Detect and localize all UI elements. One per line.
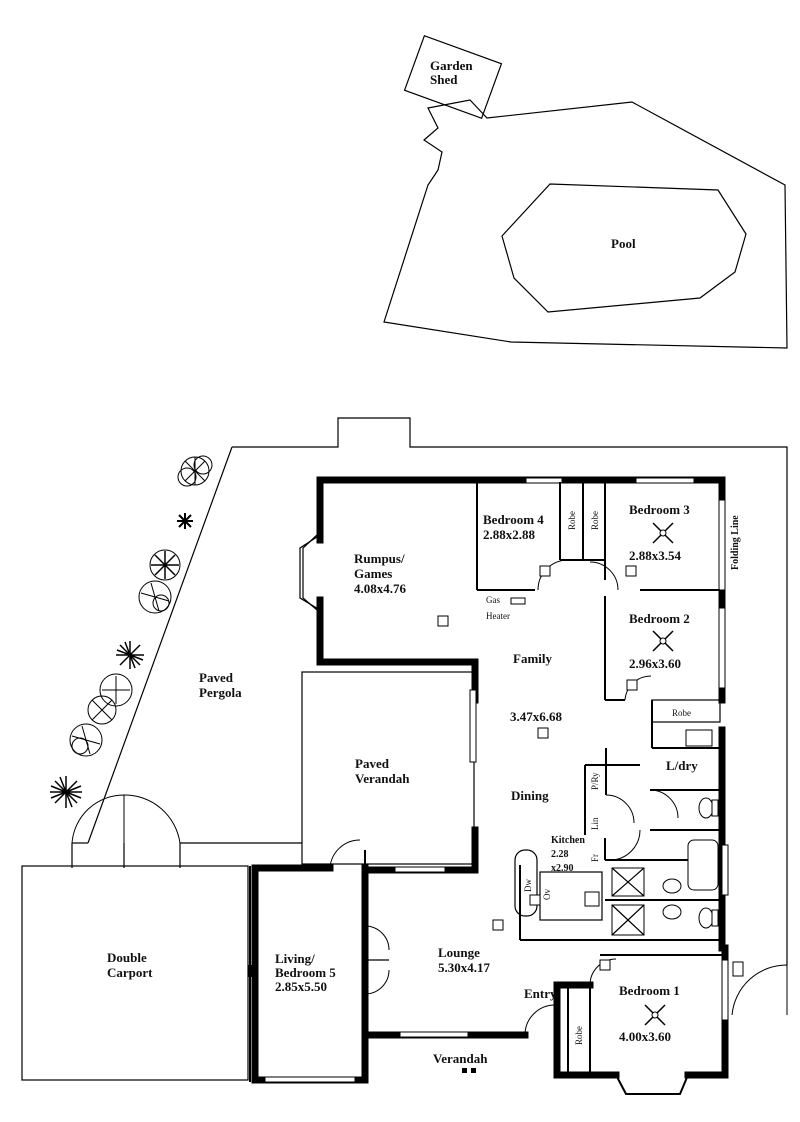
bedroom4-label: Bedroom 4 — [483, 512, 544, 527]
fridge-label: Fr — [590, 854, 600, 862]
family-label: Family — [513, 651, 552, 666]
trees — [50, 455, 213, 808]
paved-pergola-label-2: Pergola — [199, 685, 242, 700]
lounge-size: 5.30x4.17 — [438, 960, 491, 975]
rumpus-size: 4.08x4.76 — [354, 581, 407, 596]
windows — [264, 477, 729, 1083]
power-points — [437, 565, 744, 1073]
living-label: Living/ — [275, 951, 315, 966]
robe-label-bed2: Robe — [672, 708, 691, 718]
double-carport-label: Double — [107, 950, 147, 965]
verandah-label: Verandah — [433, 1051, 488, 1066]
entry-label: Entry — [524, 986, 557, 1001]
rumpus-label-2: Games — [354, 566, 392, 581]
living-size: 2.85x5.50 — [275, 979, 327, 994]
kitchen-label: Kitchen — [551, 835, 585, 846]
kitchen-size: 2.28 — [551, 849, 569, 860]
house-walls — [251, 476, 729, 1095]
linen-label: Lin — [590, 817, 600, 830]
garden-shed-label: Garden — [430, 58, 473, 73]
kitchen-size-2: x2.90 — [551, 863, 574, 874]
paved-verandah-label: Paved — [355, 756, 390, 771]
dining-label: Dining — [511, 788, 549, 803]
laundry-label: L/dry — [666, 758, 698, 773]
paved-pergola-label: Paved — [199, 670, 234, 685]
family-size: 3.47x6.68 — [510, 709, 563, 724]
paved-verandah-label-2: Verandah — [355, 771, 410, 786]
bedroom2-label: Bedroom 2 — [629, 611, 690, 626]
lounge-label: Lounge — [438, 945, 480, 960]
bedroom4-size: 2.88x2.88 — [483, 527, 536, 542]
pool-yard — [383, 34, 788, 349]
gas-heater-label-2: Heater — [486, 611, 510, 621]
robe-label-bed4: Robe — [567, 511, 577, 530]
garden-shed — [403, 34, 503, 120]
sanitary-fixtures — [529, 729, 719, 936]
pool — [501, 183, 747, 313]
pool-label: Pool — [611, 236, 636, 251]
oven-label: Ov — [542, 889, 552, 900]
garden-shed-label-2: Shed — [430, 72, 458, 87]
rumpus-label: Rumpus/ — [354, 551, 405, 566]
bedroom1-label: Bedroom 1 — [619, 983, 680, 998]
bedroom1-size: 4.00x3.60 — [619, 1029, 671, 1044]
dishwasher-label: Dw — [523, 879, 533, 892]
gas-heater-label: Gas — [486, 595, 500, 605]
paved-verandah — [301, 671, 475, 865]
interior-walls — [364, 482, 722, 1075]
double-carport-label-2: Carport — [107, 965, 153, 980]
bedroom3-size: 2.88x3.54 — [629, 548, 682, 563]
living-label-2: Bedroom 5 — [275, 965, 336, 980]
lot-boundary — [71, 417, 788, 1016]
robe-label-bed1: Robe — [574, 1026, 584, 1045]
robe-label-bed3: Robe — [590, 511, 600, 530]
folding-line-label: Folding Line — [730, 515, 741, 570]
pantry-label: P/Ry — [590, 772, 600, 790]
bedroom3-label: Bedroom 3 — [629, 502, 690, 517]
bedroom2-size: 2.96x3.60 — [629, 656, 681, 671]
ceiling-fans — [644, 522, 674, 1026]
